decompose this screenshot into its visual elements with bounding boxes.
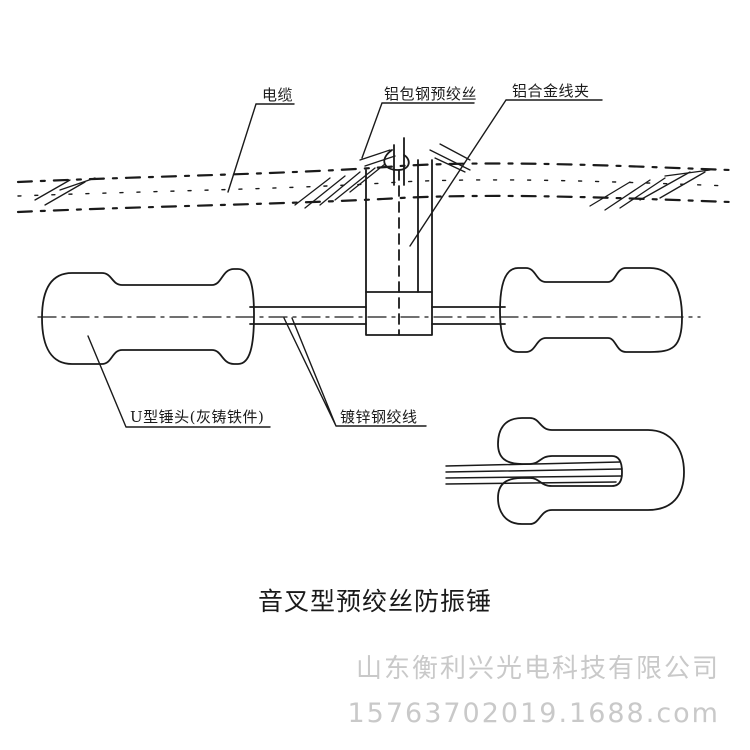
cable [16, 162, 732, 214]
watermark-company: 山东衡利兴光电科技有限公司 [355, 654, 720, 684]
label-clamp: 铝合金线夹 [512, 82, 590, 100]
label-armor-rod: 铝包钢预绞丝 [384, 85, 478, 103]
left-hammer-head [41, 268, 255, 365]
label-hammer-head: U型锤头(灰铸铁件) [130, 408, 265, 426]
diagram-title: 音叉型预绞丝防振锤 [257, 587, 492, 616]
right-hammer-head [499, 267, 683, 353]
armor-rod-hatching [34, 143, 711, 211]
label-cable: 电缆 [262, 86, 294, 104]
steel-strand [249, 306, 506, 325]
aluminum-clamp [365, 159, 433, 336]
side-view-detail [445, 417, 685, 525]
watermark-contact: 15763702019.1688.com [347, 698, 720, 729]
label-steel-strand: 镀锌钢绞线 [340, 408, 418, 426]
clamp-hook [383, 137, 410, 186]
leader-lines [87, 99, 603, 428]
